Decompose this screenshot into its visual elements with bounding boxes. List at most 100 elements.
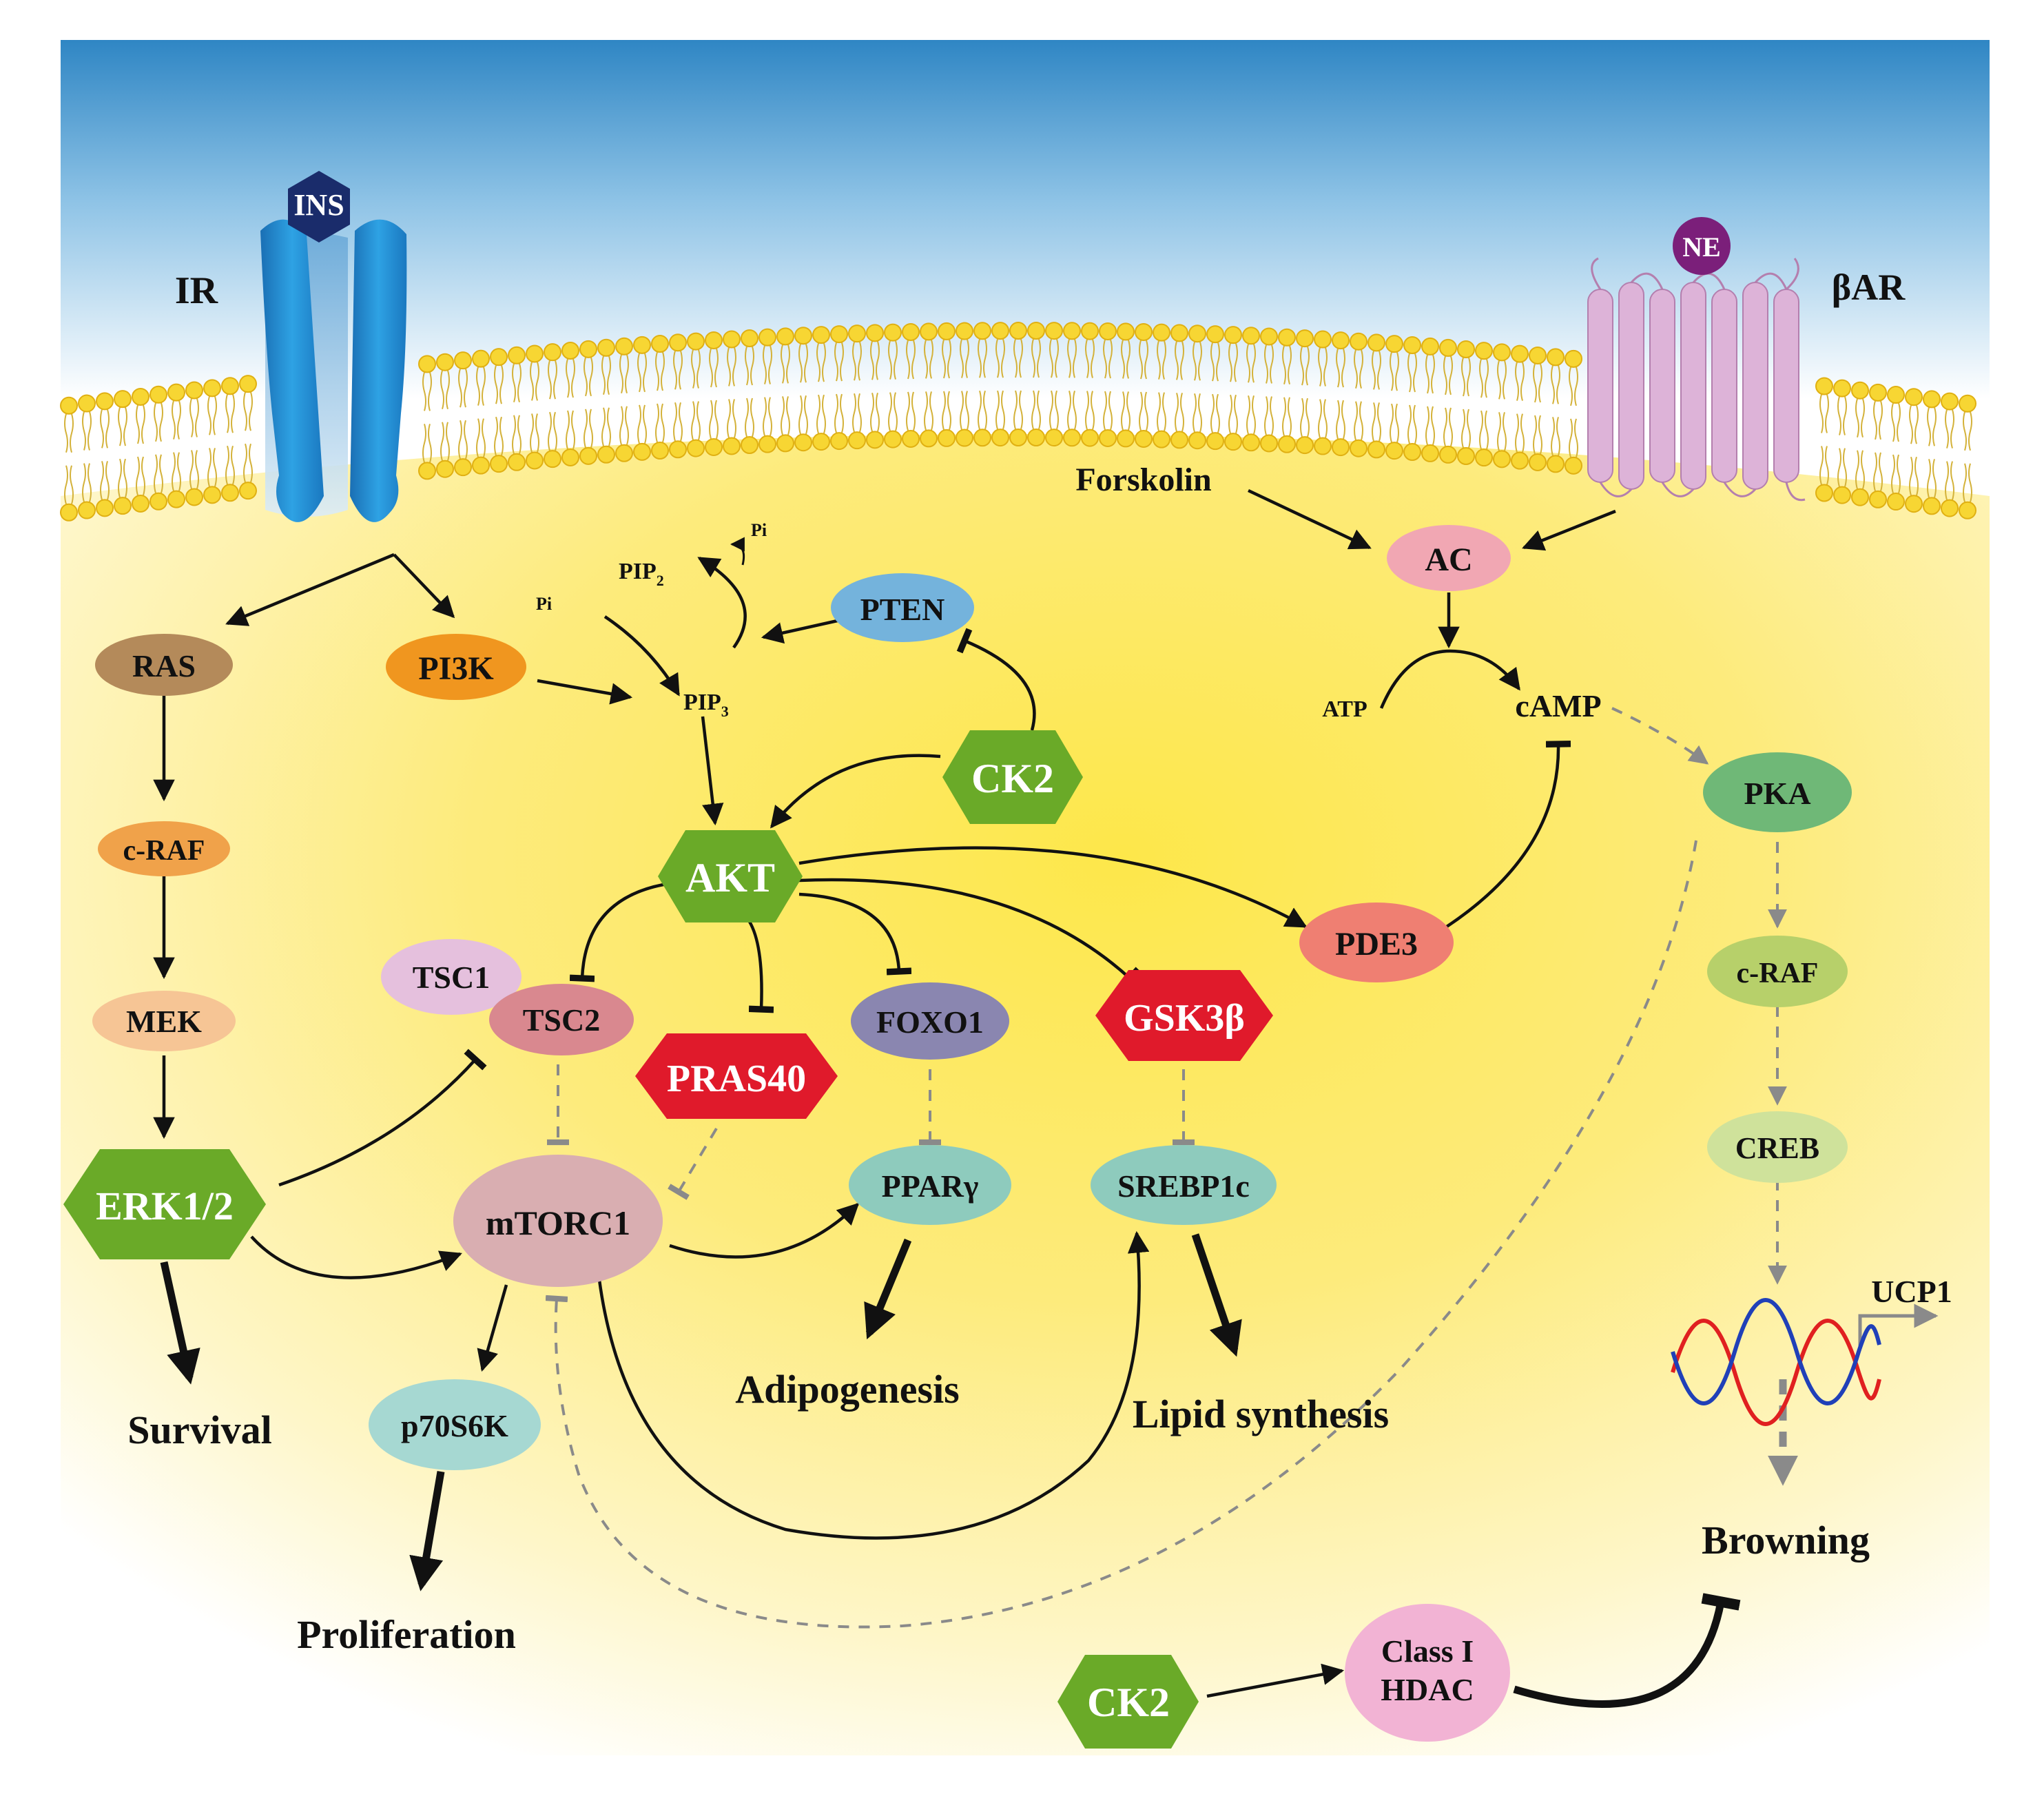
lipid-head [1117, 322, 1135, 341]
pi3k-label: PI3K [418, 650, 493, 687]
lipid-head [1332, 331, 1350, 350]
tsc1-node [381, 939, 522, 1015]
lipid-head [472, 349, 490, 368]
lipid-head [884, 430, 902, 448]
lipid-head [884, 323, 902, 342]
edge-mtorc1-srebp [597, 1230, 1150, 1540]
lipid-head [991, 322, 1009, 340]
pka-label: PKA [1744, 776, 1810, 811]
lipid-head [185, 381, 203, 400]
lipid-head [1242, 327, 1260, 345]
foxo1-node [851, 982, 1009, 1060]
pip2-label: PIP2 [619, 559, 664, 589]
lipid-head [1403, 336, 1421, 355]
forskolin-label: Forskolin [1075, 462, 1211, 498]
ck2-bottom-label: CK2 [1087, 1680, 1170, 1725]
pten-node [831, 573, 974, 642]
lipid-head [526, 344, 544, 363]
hdac-label-line2: HDAC [1381, 1672, 1474, 1707]
camp-label: cAMP [1515, 688, 1601, 723]
lipid-head [1493, 343, 1511, 362]
lipid-head [1009, 429, 1027, 447]
edge-pten-pip2 [761, 618, 841, 644]
lipid-head [221, 377, 239, 395]
lipid-head [1081, 322, 1099, 340]
lipid-head [544, 343, 561, 362]
bar-label: βAR [1832, 267, 1906, 308]
lipid-head [1457, 446, 1475, 465]
lipid-head [579, 446, 597, 465]
lipid-head [687, 439, 705, 457]
lipid-head [848, 324, 866, 343]
lipid-head [1367, 440, 1385, 459]
edge-mtorc1-p70 [477, 1284, 508, 1372]
creb-node [1707, 1111, 1848, 1183]
p70-label: p70S6K [401, 1408, 508, 1443]
lipid-head [1565, 349, 1582, 368]
lipid-head [776, 434, 794, 453]
lipid-head [1153, 430, 1170, 448]
lipid-head [1170, 324, 1188, 342]
beta-adrenergic-receptor [1587, 257, 1806, 502]
lipid-head [723, 330, 741, 349]
craf-left-node [98, 821, 230, 876]
lipid-head [1206, 325, 1224, 344]
lipid-head [1815, 484, 1833, 502]
lipid-head [490, 348, 508, 367]
lipid-head [579, 340, 597, 358]
insulin-receptor [260, 219, 407, 522]
lipid-head [902, 322, 920, 341]
mtorc1-label: mTORC1 [486, 1204, 630, 1242]
lipid-head [812, 326, 830, 344]
edge-akt-pde3 [798, 846, 1308, 928]
lipid-head [1063, 429, 1081, 447]
pka-node [1703, 752, 1852, 832]
lipid-head [615, 337, 633, 355]
lipid-head [221, 484, 239, 502]
lipid-head [561, 448, 579, 466]
lipid-head [1296, 329, 1314, 348]
pde3-label: PDE3 [1335, 926, 1418, 962]
edge-pde3-camp [1445, 740, 1571, 928]
lipid-head [561, 341, 579, 360]
lipid-head [758, 435, 776, 453]
edge-ir-ras [225, 553, 395, 626]
lipid-head [1869, 490, 1887, 508]
erk-label: ERK1/2 [96, 1184, 234, 1228]
ppar-node [849, 1145, 1011, 1225]
lipid-head [1959, 501, 1976, 519]
craf-right-node [1707, 936, 1848, 1007]
lipid-head [669, 440, 687, 459]
lipid-head [472, 456, 490, 475]
lipid-head [1905, 495, 1923, 513]
edge-atp-camp [1379, 649, 1520, 709]
lipid-head [436, 353, 454, 371]
lipid-head [938, 429, 956, 447]
craf-right-label: c-RAF [1737, 958, 1819, 989]
edge-hdac-browning [1513, 1593, 1741, 1708]
lipid-head [1314, 437, 1332, 455]
lipid-head [776, 327, 794, 346]
edges [153, 488, 1616, 1698]
edge-ck2-hdac [1206, 1663, 1345, 1698]
edge-erk-survival [160, 1261, 200, 1385]
lipid-head [114, 390, 132, 409]
lipid-head [96, 392, 114, 411]
lipid-head [60, 503, 78, 522]
pras40-label: PRAS40 [667, 1058, 806, 1100]
edge-ppar-adipogenesis [864, 1238, 912, 1340]
lipid-head [1923, 497, 1941, 515]
lipid-head [185, 488, 203, 506]
craf-left-label: c-RAF [123, 835, 205, 867]
lipid-head [866, 431, 884, 449]
lipid-synthesis-label: Lipid synthesis [1133, 1392, 1389, 1436]
lipid-head [705, 331, 723, 349]
lipid-head [615, 444, 633, 462]
lipid-head [1565, 456, 1582, 475]
lipid-head [687, 332, 705, 351]
lipid-head [1421, 337, 1439, 355]
proliferation-label: Proliferation [297, 1612, 516, 1657]
lipid-head [436, 460, 454, 478]
edge-akt-foxo1 [798, 892, 912, 976]
